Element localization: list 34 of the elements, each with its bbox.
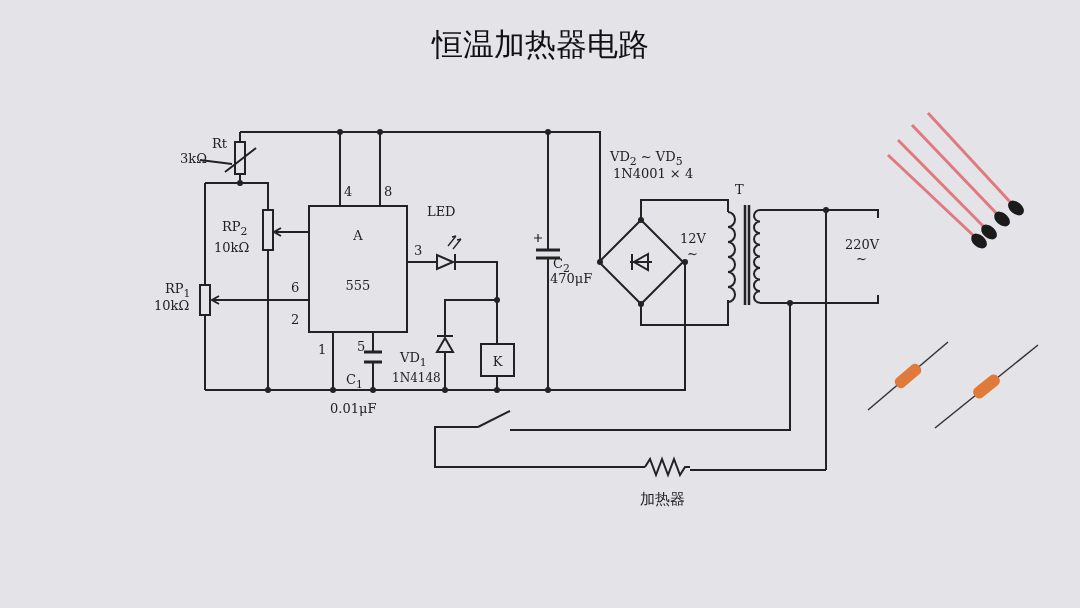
value-label: 1N4001 × 4 xyxy=(613,167,694,180)
component-label: 555 xyxy=(344,279,372,292)
value-label: 3kΩ xyxy=(180,152,207,165)
voltage-label: 12V xyxy=(680,232,706,245)
pin-number: 8 xyxy=(384,185,393,198)
value-label: 10kΩ xyxy=(154,299,190,312)
component-label: LED xyxy=(427,205,456,218)
ac-symbol: ~ xyxy=(856,252,867,265)
component-label: RP$_{1}$ xyxy=(165,282,191,300)
value-label: 470μF xyxy=(550,272,593,285)
ic-chip xyxy=(308,205,408,333)
pin-number: 1 xyxy=(318,343,327,356)
value-label: 10kΩ xyxy=(214,241,250,254)
component-label: K xyxy=(491,355,504,368)
heater-label: 加热器 xyxy=(640,492,685,507)
component-label: RP$_{2}$ xyxy=(222,220,248,238)
component-label: Rt xyxy=(212,137,227,150)
component-label: A xyxy=(352,229,364,242)
pin-number: 3 xyxy=(414,244,423,257)
voltage-label: 220V xyxy=(845,238,880,251)
pin-number: 4 xyxy=(344,185,353,198)
component-label: C$_{1}$ xyxy=(346,373,363,391)
value-label: 0.01μF xyxy=(330,402,377,415)
pin-number: 6 xyxy=(291,281,300,294)
component-label: VD$_{2}$ ~ VD$_{5}$ xyxy=(610,150,683,168)
value-label: 1N4148 xyxy=(392,372,441,384)
relay-coil xyxy=(480,343,515,377)
component-label: VD$_{1}$ xyxy=(400,351,427,369)
component-label: T xyxy=(735,183,744,196)
title: 恒温加热器电路 xyxy=(432,25,649,64)
pin-number: 5 xyxy=(357,340,366,353)
wire xyxy=(332,332,498,391)
ac-symbol: ~ xyxy=(687,247,698,260)
pin-number: 2 xyxy=(291,313,300,326)
